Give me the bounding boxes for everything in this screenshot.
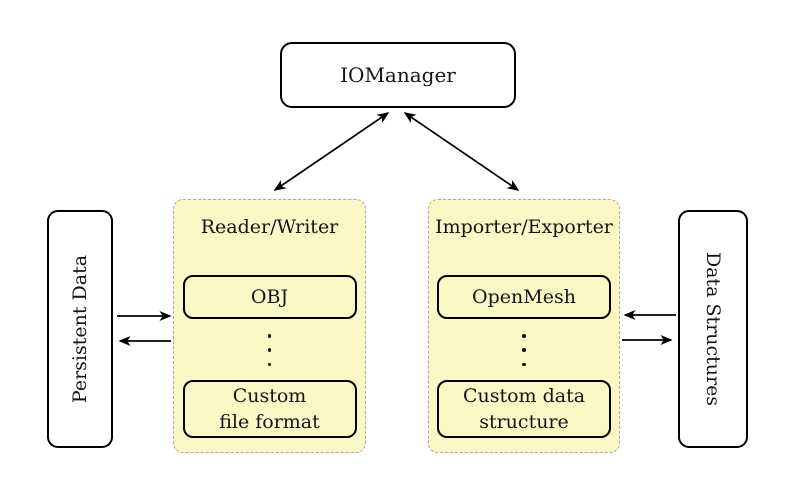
node-custom-file-format-line2: file format	[219, 411, 320, 433]
node-custom-data-structure-line2: structure	[479, 411, 569, 433]
arrow-iomanager-importer-exporter	[403, 112, 520, 191]
node-obj: OBJ	[182, 275, 357, 319]
node-iomanager-label: IOManager	[340, 63, 456, 87]
container-reader-writer: Reader/Writer OBJ Custom file format	[173, 199, 366, 453]
node-persistent-data-label: Persistent Data	[69, 254, 91, 404]
node-custom-file-format-line1: Custom	[232, 385, 307, 407]
container-importer-exporter: Importer/Exporter OpenMesh Custom data s…	[428, 199, 620, 453]
node-openmesh: OpenMesh	[437, 275, 611, 319]
arrow-iomanager-reader-writer	[273, 112, 390, 191]
node-custom-file-format: Custom file format	[182, 380, 357, 438]
node-obj-label: OBJ	[250, 286, 289, 308]
node-iomanager: IOManager	[280, 42, 516, 108]
node-custom-data-structure: Custom data structure	[437, 380, 611, 438]
node-data-structures-label: Data Structures	[702, 251, 724, 407]
node-data-structures: Data Structures	[678, 210, 748, 448]
container-reader-writer-title: Reader/Writer	[200, 216, 339, 238]
node-openmesh-label: OpenMesh	[472, 286, 576, 308]
container-importer-exporter-title: Importer/Exporter	[435, 216, 613, 238]
vertical-ellipsis-icon	[174, 334, 365, 366]
node-custom-data-structure-line1: Custom data	[462, 385, 586, 407]
vertical-ellipsis-icon	[429, 334, 619, 366]
node-persistent-data: Persistent Data	[47, 210, 113, 448]
